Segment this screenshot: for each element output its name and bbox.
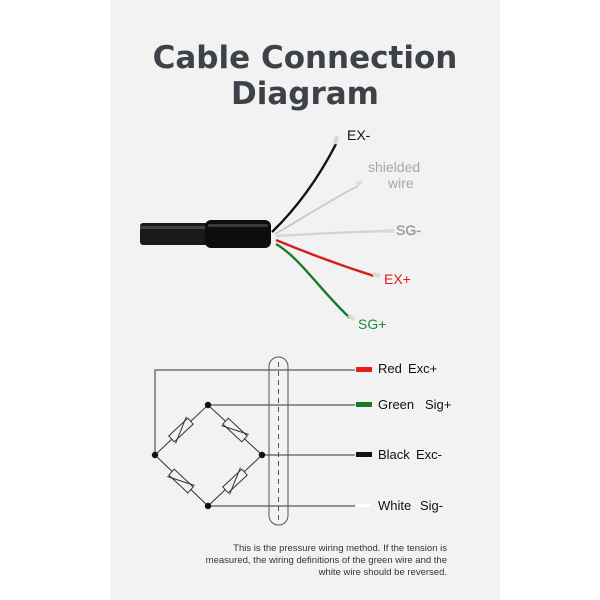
legend-red-signal: Exc+ <box>408 361 437 376</box>
resistors <box>167 416 249 495</box>
green-wire-tip <box>347 313 356 322</box>
page-title: Cable Connection Diagram <box>110 40 500 112</box>
resistor-top-left <box>168 416 194 444</box>
wire-exc-plus <box>154 369 355 455</box>
white-wire <box>275 229 389 238</box>
shield-wire-tip <box>355 179 363 187</box>
title-line-1: Cable Connection <box>152 40 458 76</box>
title-line-2: Diagram <box>231 76 379 112</box>
legend-black-signal: Exc- <box>416 447 442 462</box>
red-wire-tip <box>372 272 381 279</box>
white-wire-tip <box>386 229 394 233</box>
swatch-white <box>355 502 373 509</box>
label-sg-minus: SG- <box>396 222 421 238</box>
node-top <box>204 401 212 409</box>
legend-red-color: Red <box>378 361 402 376</box>
green-wire <box>275 242 351 319</box>
legend-white-signal: Sig- <box>420 498 443 513</box>
node-bottom <box>204 502 212 510</box>
resistor-top-right <box>221 417 249 443</box>
swatch-red <box>356 367 372 372</box>
label-sg-plus: SG+ <box>358 316 386 332</box>
legend-green-color: Green <box>378 397 414 412</box>
shield-wire <box>274 185 359 235</box>
swatch-black <box>356 452 372 457</box>
black-wire-tip <box>332 135 340 145</box>
cable-highlight <box>140 226 212 229</box>
node-left <box>151 451 159 459</box>
label-shielded-line2: wire <box>387 175 414 191</box>
bridge-nodes <box>151 401 266 510</box>
legend-green-signal: Sig+ <box>425 397 451 412</box>
swatch-green <box>356 402 372 407</box>
node-right <box>258 451 266 459</box>
label-shielded-line1: shielded <box>368 159 420 175</box>
label-ex-plus: EX+ <box>384 271 411 287</box>
shield-tube-body <box>268 356 289 526</box>
legend-white-color: White <box>378 498 411 513</box>
shield-tube <box>268 356 289 526</box>
diagram-card <box>110 0 500 600</box>
resistor-bottom-right <box>222 467 248 495</box>
label-ex-minus: EX- <box>347 127 371 143</box>
red-wire <box>275 238 375 278</box>
cable-illustration <box>140 135 394 322</box>
wiring-note: This is the pressure wiring method. If t… <box>205 543 447 578</box>
bridge-diamond <box>154 404 263 507</box>
resistor-bottom-left <box>167 468 195 494</box>
black-wire <box>271 143 338 233</box>
heat-shrink-highlight <box>208 224 268 227</box>
legend-black-color: Black <box>378 447 410 462</box>
